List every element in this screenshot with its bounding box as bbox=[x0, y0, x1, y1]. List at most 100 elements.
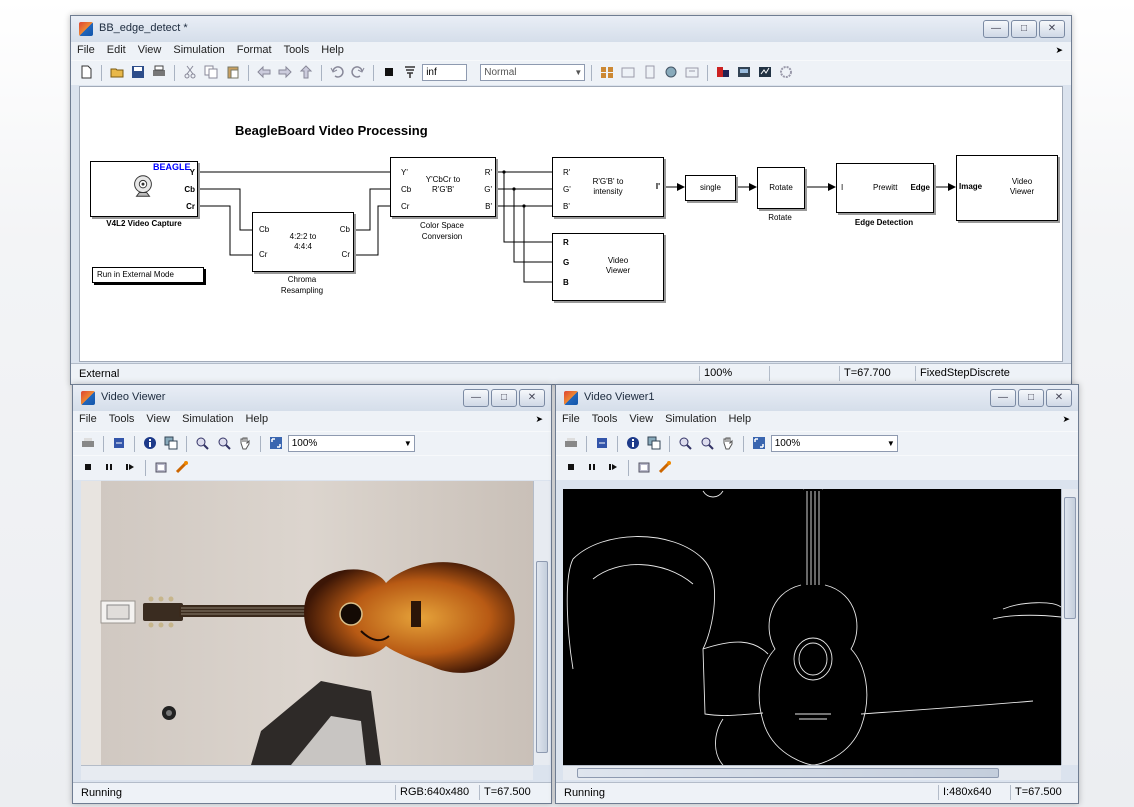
model-explorer-icon[interactable] bbox=[621, 65, 635, 79]
build-icon[interactable] bbox=[403, 65, 417, 79]
stop-icon[interactable] bbox=[81, 460, 95, 474]
pan-hand-icon[interactable] bbox=[721, 436, 735, 450]
zoom-out-icon[interactable] bbox=[700, 436, 714, 450]
new-icon[interactable] bbox=[79, 65, 93, 79]
menu-tools[interactable]: Tools bbox=[283, 44, 310, 56]
run-external-mode-button[interactable]: Run in External Mode bbox=[92, 267, 204, 283]
simulation-mode-select[interactable]: Normal▼ bbox=[480, 64, 586, 81]
viewer1-menu-simulation[interactable]: Simulation bbox=[182, 413, 234, 425]
step-forward-icon[interactable] bbox=[606, 460, 620, 474]
viewer1-menu-view[interactable]: View bbox=[146, 413, 171, 425]
chroma-resampling-block[interactable]: Cb Cr Cb Cr 4:2:2 to 4:4:4 bbox=[252, 212, 354, 272]
pan-hand-icon[interactable] bbox=[238, 436, 252, 450]
maximize-button[interactable]: □ bbox=[1011, 20, 1037, 38]
video-viewer-rgb-block[interactable]: R G B Video Viewer bbox=[552, 233, 664, 301]
paste-icon[interactable] bbox=[226, 65, 240, 79]
menu-format[interactable]: Format bbox=[236, 44, 272, 56]
library-browser-icon[interactable] bbox=[600, 65, 614, 79]
chevron-down-icon[interactable]: ▼ bbox=[574, 68, 583, 77]
open-icon[interactable] bbox=[110, 65, 124, 79]
menu-help[interactable]: Help bbox=[321, 44, 344, 56]
menu-file[interactable]: File bbox=[77, 44, 95, 56]
data-type-conversion-block[interactable]: single bbox=[685, 175, 736, 201]
viewer2-titlebar[interactable]: Video Viewer1 — □ ✕ bbox=[556, 385, 1078, 411]
menu-simulation[interactable]: Simulation bbox=[173, 44, 225, 56]
viewer2-horizontal-scrollbar[interactable] bbox=[563, 765, 1061, 780]
fit-to-window-icon[interactable] bbox=[269, 436, 283, 450]
print-icon[interactable] bbox=[81, 436, 95, 450]
fit-to-window-icon[interactable] bbox=[752, 436, 766, 450]
zoom-out-icon[interactable] bbox=[217, 436, 231, 450]
undo-icon[interactable] bbox=[330, 65, 344, 79]
zoom-in-icon[interactable] bbox=[195, 436, 210, 450]
print-icon[interactable] bbox=[564, 436, 578, 450]
pixel-region-icon[interactable] bbox=[647, 436, 661, 450]
advisor-icon[interactable] bbox=[664, 65, 678, 79]
model-diagram-canvas[interactable]: BeagleBoard Video Processing bbox=[79, 86, 1063, 362]
zoom-in-icon[interactable] bbox=[678, 436, 693, 450]
menu-view[interactable]: View bbox=[137, 44, 162, 56]
viewer1-vertical-scrollbar[interactable] bbox=[533, 481, 550, 765]
viewer2-menu-view[interactable]: View bbox=[629, 413, 654, 425]
viewer2-menu-simulation[interactable]: Simulation bbox=[665, 413, 717, 425]
viewer1-titlebar[interactable]: Video Viewer — □ ✕ bbox=[73, 385, 551, 411]
info-icon[interactable] bbox=[626, 436, 640, 450]
viewer2-zoom-select[interactable]: 100%▼ bbox=[770, 435, 898, 452]
info-icon[interactable] bbox=[143, 436, 157, 450]
pause-icon[interactable] bbox=[585, 460, 599, 474]
viewer1-menu-help[interactable]: Help bbox=[245, 413, 269, 425]
settings-gear-icon[interactable] bbox=[779, 65, 793, 79]
color-space-conversion-block[interactable]: Y' Cb Cr R' G' B' Y'CbCr to R'G'B' bbox=[390, 157, 496, 217]
signal-monitor-icon[interactable] bbox=[758, 65, 772, 79]
back-icon[interactable] bbox=[256, 65, 271, 79]
stop-icon[interactable] bbox=[564, 460, 578, 474]
chevron-down-icon[interactable]: ▼ bbox=[886, 439, 895, 448]
connect-target-icon[interactable] bbox=[737, 65, 751, 79]
copy-icon[interactable] bbox=[204, 65, 218, 79]
minimize-button[interactable]: — bbox=[983, 20, 1009, 38]
export-icon[interactable] bbox=[595, 436, 609, 450]
highlight-simulink-icon[interactable] bbox=[175, 460, 189, 474]
pixel-region-icon[interactable] bbox=[164, 436, 178, 450]
viewer2-dock-icon[interactable]: ➤ bbox=[1062, 414, 1070, 424]
model-titlebar[interactable]: BB_edge_detect * — □ ✕ bbox=[71, 16, 1071, 42]
viewer1-dock-icon[interactable]: ➤ bbox=[535, 414, 543, 424]
viewer1-vscroll-thumb[interactable] bbox=[536, 561, 548, 753]
cut-icon[interactable] bbox=[183, 65, 197, 79]
viewer1-maximize-button[interactable]: □ bbox=[491, 389, 517, 407]
close-button[interactable]: ✕ bbox=[1039, 20, 1065, 38]
debugger-icon[interactable] bbox=[643, 65, 657, 79]
viewer1-horizontal-scrollbar[interactable] bbox=[81, 765, 533, 780]
viewer2-close-button[interactable]: ✕ bbox=[1046, 389, 1072, 407]
up-icon[interactable] bbox=[299, 65, 313, 79]
snapshot-icon[interactable] bbox=[154, 460, 168, 474]
viewer2-hscroll-thumb[interactable] bbox=[577, 768, 999, 778]
viewer1-menu-file[interactable]: File bbox=[79, 413, 97, 425]
hierarchy-icon[interactable] bbox=[685, 65, 699, 79]
stop-time-input[interactable]: inf bbox=[422, 64, 468, 81]
save-icon[interactable] bbox=[131, 65, 145, 79]
rotate-block[interactable]: Rotate bbox=[757, 167, 805, 209]
viewer1-close-button[interactable]: ✕ bbox=[519, 389, 545, 407]
viewer2-menu-tools[interactable]: Tools bbox=[591, 413, 618, 425]
viewer2-menu-help[interactable]: Help bbox=[728, 413, 752, 425]
snapshot-icon[interactable] bbox=[637, 460, 651, 474]
viewer2-vscroll-thumb[interactable] bbox=[1064, 497, 1076, 619]
incremental-build-icon[interactable] bbox=[716, 65, 730, 79]
viewer2-maximize-button[interactable]: □ bbox=[1018, 389, 1044, 407]
highlight-simulink-icon[interactable] bbox=[658, 460, 672, 474]
video-viewer-main-block[interactable]: Image Video Viewer bbox=[956, 155, 1058, 221]
viewer1-menu-tools[interactable]: Tools bbox=[108, 413, 135, 425]
viewer2-minimize-button[interactable]: — bbox=[990, 389, 1016, 407]
chevron-down-icon[interactable]: ▼ bbox=[403, 439, 412, 448]
print-icon[interactable] bbox=[152, 65, 166, 79]
pause-icon[interactable] bbox=[102, 460, 116, 474]
viewer1-zoom-select[interactable]: 100%▼ bbox=[287, 435, 415, 452]
menu-edit[interactable]: Edit bbox=[106, 44, 126, 56]
redo-icon[interactable] bbox=[351, 65, 365, 79]
viewer2-menu-file[interactable]: File bbox=[562, 413, 580, 425]
forward-icon[interactable] bbox=[278, 65, 292, 79]
viewer1-minimize-button[interactable]: — bbox=[463, 389, 489, 407]
rgb-to-intensity-block[interactable]: R' G' B' I' R'G'B' to intensity bbox=[552, 157, 664, 217]
edge-detection-block[interactable]: I Prewitt Edge bbox=[836, 163, 934, 213]
